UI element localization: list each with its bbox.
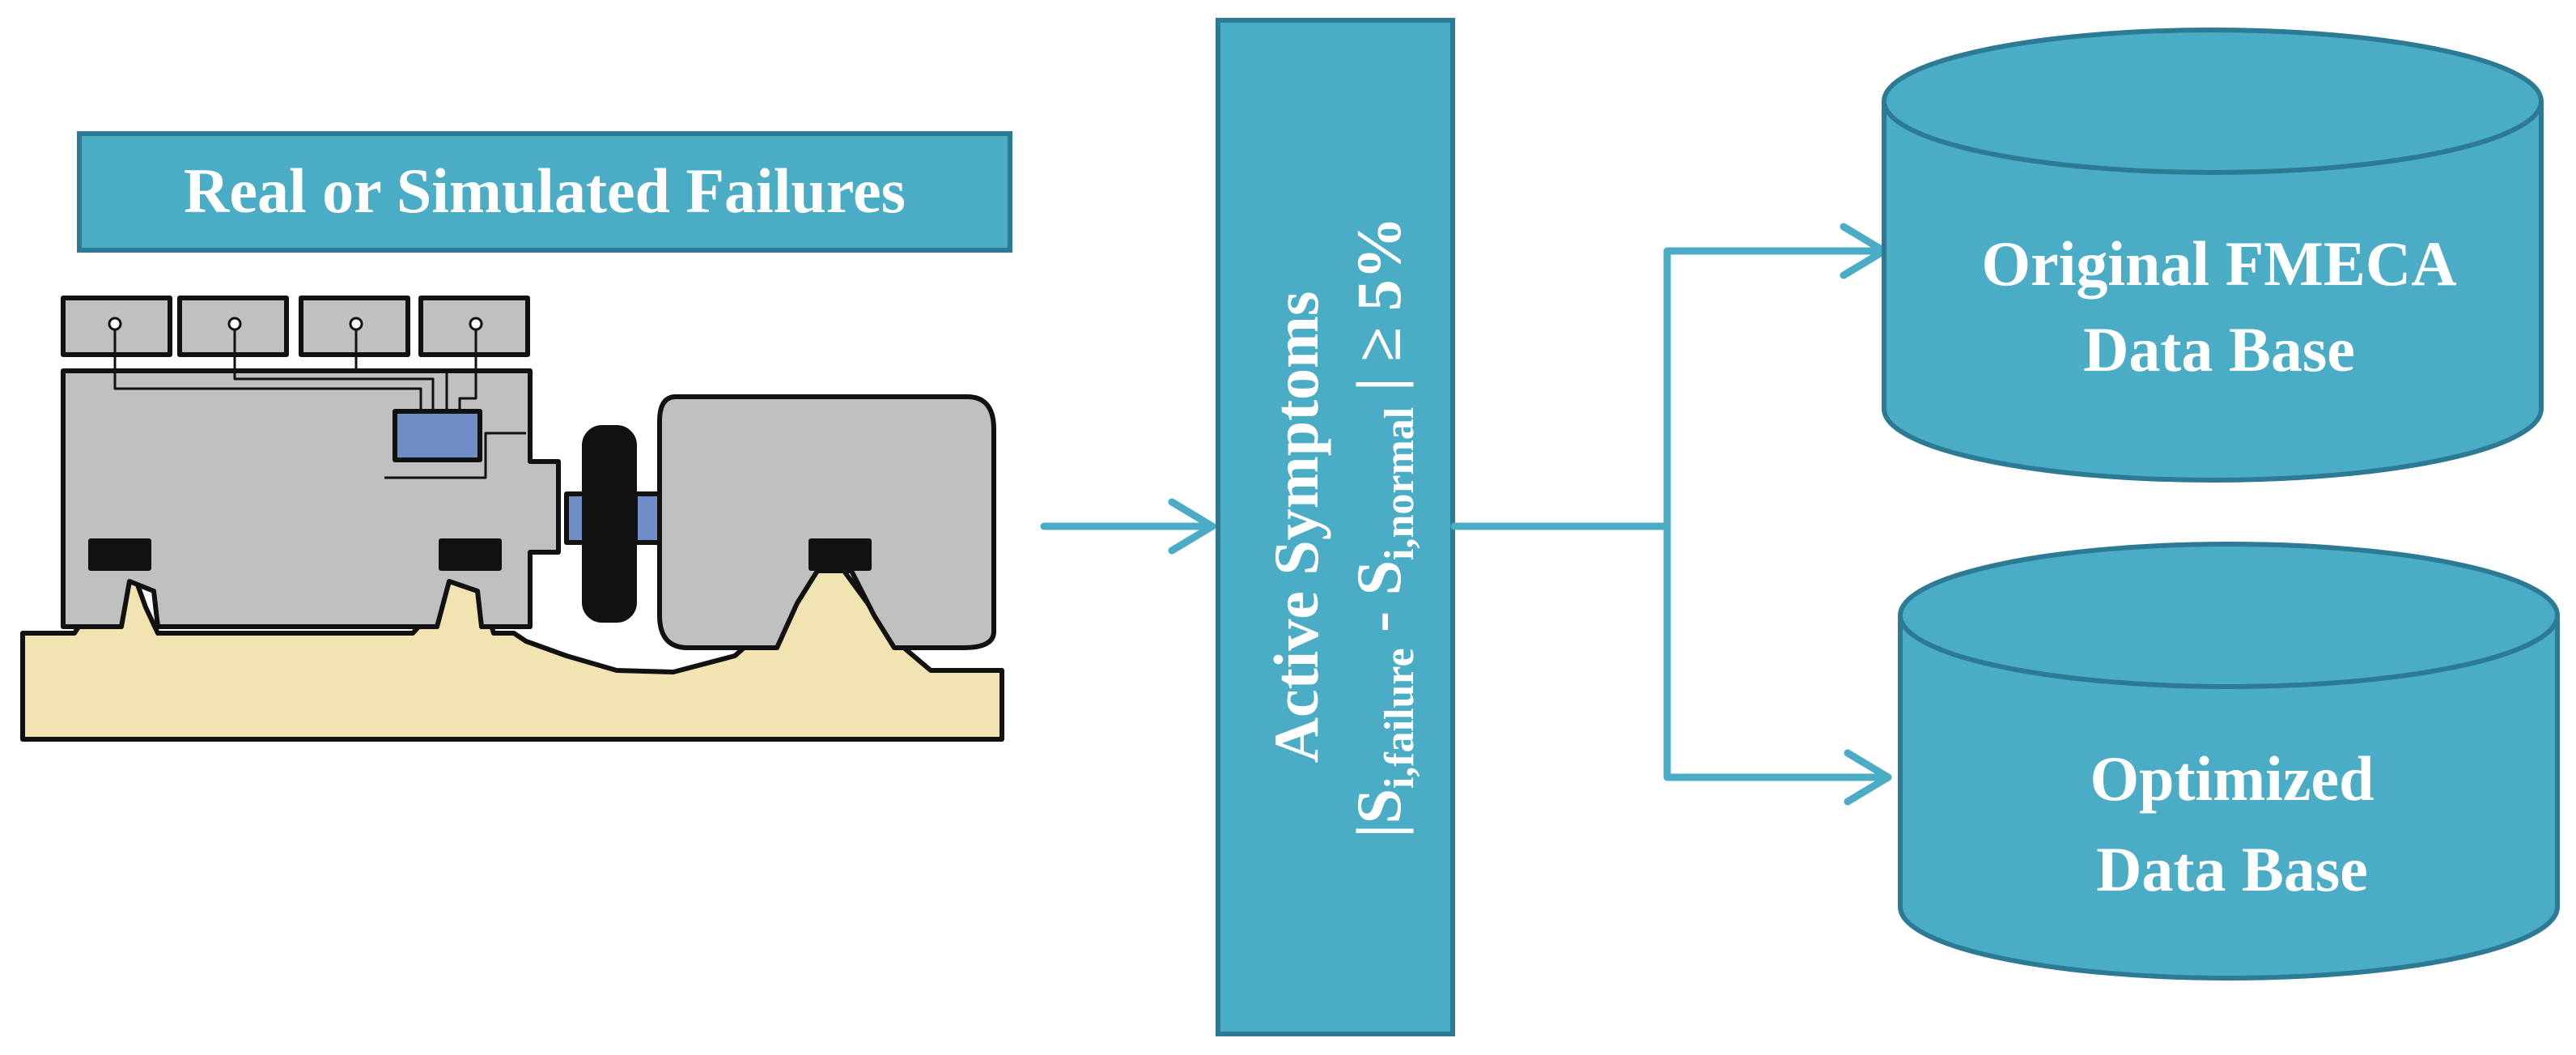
formula-minus: - S <box>1343 560 1414 648</box>
arrow-to-symptoms <box>1040 498 1216 555</box>
controller-bracket <box>384 432 526 479</box>
formula-close: | ≥ 5% <box>1343 216 1414 407</box>
formula-open: |S <box>1343 789 1414 838</box>
arrow-branch <box>1450 223 1892 806</box>
symptoms-box: Active Symptoms |Si,failure - Si,normal … <box>1216 18 1455 1036</box>
formula-sub-failure: i,failure <box>1377 648 1423 789</box>
source-label-box: Real or Simulated Failures <box>77 131 1012 253</box>
engine-foot-2 <box>439 538 502 571</box>
flywheel-disc <box>582 425 637 623</box>
symptoms-formula: |Si,failure - Si,normal | ≥ 5% <box>1343 216 1423 837</box>
formula-sub-normal: i,normal <box>1377 407 1423 560</box>
db2-line2: Data Base <box>2096 834 2368 904</box>
db1-line2: Data Base <box>2083 314 2355 385</box>
symptoms-title: Active Symptoms <box>1261 291 1331 764</box>
controller-module <box>393 409 482 462</box>
machine-illustration <box>20 296 1004 742</box>
database-original-fmeca: Original FMECA Data Base <box>1882 28 2544 483</box>
generator-foot <box>808 538 872 571</box>
db1-line1: Original FMECA <box>1981 228 2456 299</box>
engine-foot-1 <box>88 538 151 571</box>
database-optimized: Optimized Data Base <box>1898 542 2560 981</box>
arrowhead-to-optimized <box>1844 749 1892 806</box>
wiring <box>108 317 483 409</box>
shaft-coupling-right <box>633 491 662 545</box>
db2-line1: Optimized <box>2090 743 2374 814</box>
source-label-text: Real or Simulated Failures <box>184 155 906 226</box>
